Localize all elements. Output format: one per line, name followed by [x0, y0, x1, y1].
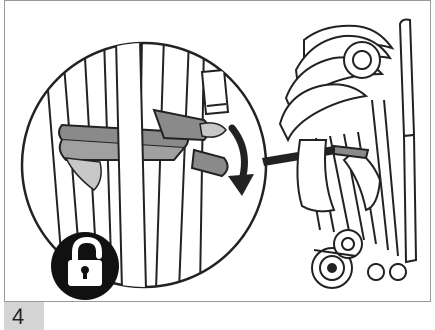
stroller-fold-illustration — [4, 0, 431, 302]
unlocked-padlock-icon — [51, 232, 119, 300]
step-number-box: 4 — [4, 302, 44, 330]
folded-stroller — [280, 20, 416, 289]
step-number: 4 — [12, 304, 24, 330]
